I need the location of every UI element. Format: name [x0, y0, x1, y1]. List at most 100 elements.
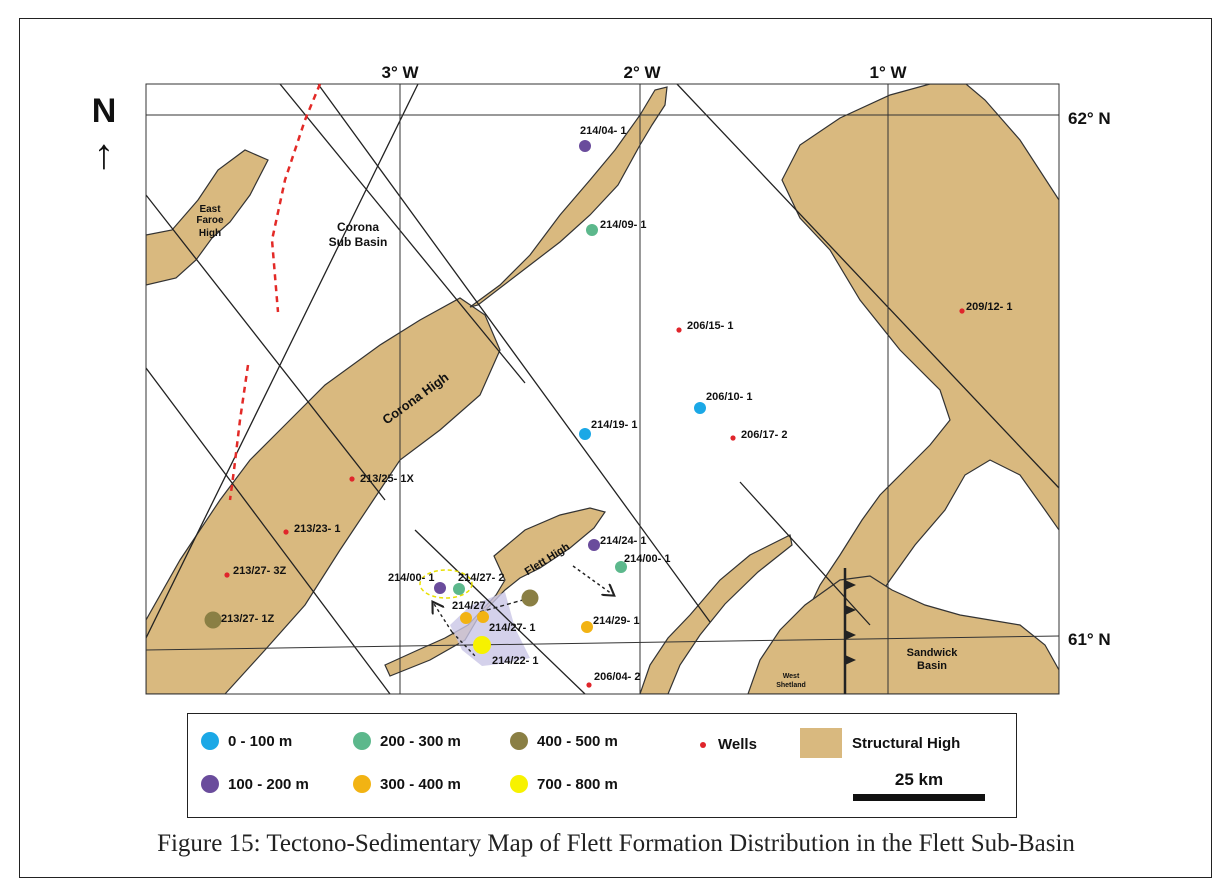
svg-text:Sub Basin: Sub Basin	[329, 235, 388, 249]
graticule	[145, 83, 1060, 695]
svg-text:Sandwick: Sandwick	[907, 647, 959, 659]
legend-label-200-300: 200 - 300 m	[380, 732, 461, 750]
legend-item-700-800: 700 - 800 m	[510, 775, 618, 793]
map: N ↑ 3° W 2° W 1° W 62° N 61° N East Faro…	[92, 63, 1111, 695]
thrust-fault	[843, 568, 856, 694]
well-label: 213/27- 1Z	[221, 613, 274, 625]
legend-item-400-500: 400 - 500 m	[510, 732, 618, 750]
wells-layer: 214/04- 1 214/09- 1 206/15- 1 209/12- 1 206/…	[204, 125, 1012, 688]
well-label: 214/24- 1	[600, 535, 646, 547]
north-arrow-icon: ↑	[94, 130, 115, 177]
scale-bar: 25 km	[853, 770, 985, 801]
well-marker	[283, 529, 289, 535]
legend-label-400-500: 400 - 500 m	[537, 732, 618, 750]
legend-dot-400-500	[510, 732, 528, 750]
legend-dot-wells	[700, 741, 706, 748]
well-marker	[959, 308, 965, 314]
latitude-label-62n: 62° N	[1068, 109, 1111, 128]
well-marker	[579, 140, 591, 152]
svg-text:Shetland: Shetland	[776, 682, 806, 689]
structural-highs	[146, 84, 1059, 694]
well-label: 206/17- 2	[741, 429, 787, 441]
well-label: 213/23- 1	[294, 523, 340, 535]
well-marker	[730, 435, 736, 441]
east-faroe-high	[146, 149, 269, 286]
well-label: 214/00- 1	[624, 553, 670, 565]
well-marker	[586, 224, 598, 236]
north-letter: N	[92, 92, 117, 130]
corona-high	[146, 297, 501, 694]
legend-label-structural-high: Structural High	[852, 734, 961, 752]
transport-arrow-east	[572, 565, 612, 594]
depocentre-area	[450, 592, 530, 666]
legend-dot-200-300	[353, 732, 371, 750]
well-label: 214/09- 1	[600, 219, 646, 231]
svg-text:Basin: Basin	[917, 660, 947, 672]
well-marker	[521, 589, 539, 607]
corona-sub-basin-label: Corona Sub Basin	[329, 220, 388, 249]
well-label: 206/10- 1	[706, 391, 752, 403]
legend-item-200-300: 200 - 300 m	[353, 732, 461, 750]
well-label: 214/29- 1	[593, 615, 639, 627]
red-boundary-line	[228, 83, 322, 501]
latitude-label-61n: 61° N	[1068, 630, 1111, 649]
well-label: 206/15- 1	[687, 320, 733, 332]
longitude-label-3w: 3° W	[381, 63, 419, 82]
figure-caption: Figure 15: Tectono-Sedimentary Map of Fl…	[157, 830, 1075, 857]
highlight-ellipse	[419, 569, 473, 599]
legend-item-100-200: 100 - 200 m	[201, 775, 309, 793]
well-label: 214/22- 1	[492, 655, 538, 667]
legend-item-structural-high: Structural High	[800, 728, 960, 758]
well-label: 214/27- 1	[489, 622, 535, 634]
ridge-north	[469, 86, 668, 308]
well-marker	[434, 582, 446, 594]
legend-item-0-100: 0 - 100 m	[201, 732, 292, 750]
west-shetland-label: West Shetland	[776, 673, 806, 689]
legend-label-700-800: 700 - 800 m	[537, 775, 618, 793]
legend-dot-100-200	[201, 775, 219, 793]
well-label: 214/27- 2	[458, 572, 504, 584]
legend-dot-300-400	[353, 775, 371, 793]
legend-label-0-100: 0 - 100 m	[228, 732, 293, 750]
well-marker	[460, 612, 472, 624]
legend-dot-0-100	[201, 732, 219, 750]
well-marker	[349, 476, 355, 482]
well-label: 214/00- 1	[388, 572, 434, 584]
well-marker	[473, 636, 491, 654]
west-shetland-sliver	[639, 534, 793, 694]
legend-item-300-400: 300 - 400 m	[353, 775, 461, 793]
longitude-label-2w: 2° W	[623, 63, 661, 82]
svg-text:East: East	[199, 204, 221, 215]
svg-text:Faroe: Faroe	[196, 215, 224, 226]
well-label: 214/04- 1	[580, 125, 626, 137]
well-marker	[694, 402, 706, 414]
longitude-label-1w: 1° W	[869, 63, 907, 82]
well-label: 213/27- 3Z	[233, 565, 286, 577]
well-marker	[204, 611, 222, 629]
well-marker	[586, 682, 592, 688]
well-label: 213/25- 1X	[360, 473, 414, 485]
legend-swatch-structural-high	[800, 728, 842, 758]
legend: 0 - 100 m 100 - 200 m 200 - 300 m 300 - …	[187, 713, 1017, 818]
well-marker	[224, 572, 230, 578]
legend-dot-700-800	[510, 775, 528, 793]
scale-bar-line	[853, 794, 985, 801]
well-marker	[579, 428, 591, 440]
sediment-route-line	[479, 597, 531, 613]
well-label: 214/19- 1	[591, 419, 637, 431]
legend-item-wells: Wells	[700, 736, 757, 753]
well-marker	[615, 561, 627, 573]
svg-text:Corona: Corona	[337, 220, 379, 234]
legend-label-wells: Wells	[718, 736, 757, 753]
svg-text:High: High	[199, 228, 221, 239]
scale-label: 25 km	[894, 770, 944, 789]
well-marker	[477, 611, 489, 623]
well-marker	[676, 327, 682, 333]
well-label: 209/12- 1	[966, 301, 1012, 313]
well-label: 214/27	[452, 600, 486, 612]
sandwick-basin-label: Sandwick Basin	[907, 647, 959, 672]
legend-label-300-400: 300 - 400 m	[380, 775, 461, 793]
fault-lines	[146, 84, 1059, 694]
well-marker	[588, 539, 600, 551]
well-marker	[581, 621, 593, 633]
